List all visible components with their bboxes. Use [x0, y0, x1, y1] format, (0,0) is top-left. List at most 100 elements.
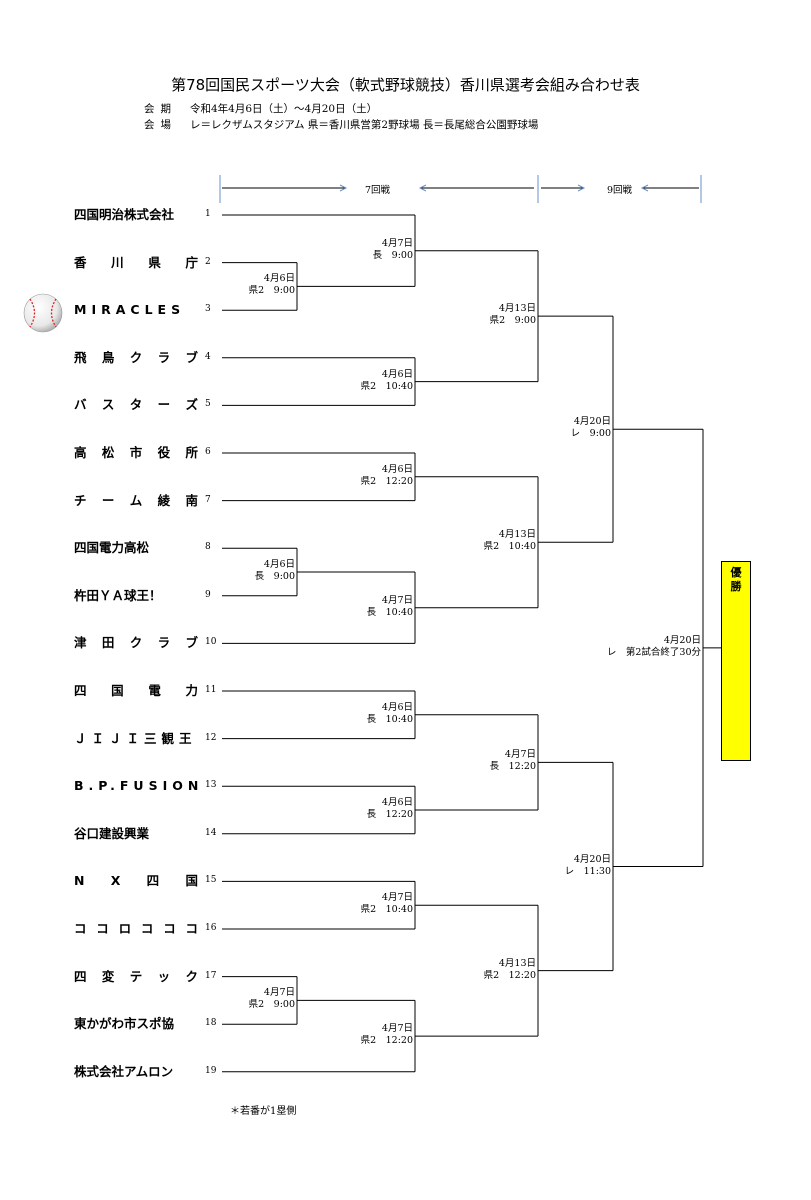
team-name: 高松市役所 — [74, 445, 198, 460]
match-date: 4月7日 — [504, 749, 536, 761]
seed-number: 7 — [205, 494, 211, 505]
match-date: 4月20日 — [663, 634, 701, 646]
seed-number: 15 — [205, 875, 217, 886]
team-name: 杵田ＹＡ球王！ — [74, 587, 162, 603]
match-place-time: 長 12:20 — [489, 761, 536, 773]
match-place-time: 県2 10:40 — [360, 904, 413, 916]
match-date: 4月7日 — [381, 892, 413, 904]
match-place-time: 県2 9:00 — [248, 285, 295, 297]
match-date: 4月6日 — [263, 559, 295, 570]
match-label: 4月6日県2 9:00 — [249, 273, 295, 297]
seed-number: 3 — [205, 304, 211, 315]
arrow-head — [418, 184, 427, 192]
seed-number: 2 — [205, 256, 211, 267]
match-date: 4月6日 — [381, 368, 413, 380]
match-place-time: 県2 12:20 — [360, 1035, 413, 1047]
team-name: バスターズ — [74, 397, 198, 413]
seed-number: 18 — [205, 1018, 217, 1029]
team-name: 四国電力 — [74, 683, 198, 698]
seed-number: 19 — [205, 1065, 217, 1076]
champion-box: 優 勝 — [721, 561, 751, 761]
match-place-time: 県2 10:40 — [483, 541, 536, 553]
period-value: 令和4年4月6日（土）～4月20日（土） — [190, 103, 378, 115]
match-label: 4月6日長 12:20 — [367, 797, 413, 821]
match-label: 4月6日県2 10:40 — [361, 369, 413, 393]
arrow-head — [640, 184, 649, 192]
match-place-time: レ 第2試合終了30分 — [606, 646, 701, 658]
seed-number: 16 — [205, 923, 217, 933]
match-place-time: レ 9:00 — [570, 428, 611, 440]
match-label: 4月6日県2 12:20 — [361, 464, 413, 488]
round9-label: 9回戦 — [607, 185, 633, 196]
match-place-time: 県2 12:20 — [360, 475, 413, 487]
match-place-time: 長 9:00 — [254, 571, 295, 582]
team-name: 四国電力高松 — [74, 540, 150, 556]
match-label: 4月13日県2 12:20 — [484, 958, 536, 982]
team-name: 東かがわ市スポ協 — [74, 1016, 175, 1032]
seed-number: 12 — [205, 732, 217, 743]
team-name: ココロコココ — [74, 921, 198, 936]
champion-char-1: 優 — [730, 566, 742, 579]
match-place-time: レ 11:30 — [564, 865, 611, 877]
team-name: 株式会社アムロン — [74, 1063, 174, 1079]
team-name: チーム綾南 — [74, 492, 198, 508]
match-label: 4月7日長 12:20 — [490, 749, 536, 773]
match-date: 4月7日 — [381, 237, 413, 249]
match-label: 4月20日レ 11:30 — [565, 854, 611, 878]
match-label: 4月6日長 10:40 — [367, 702, 413, 726]
match-label: 4月20日レ 9:00 — [571, 416, 611, 440]
match-label: 4月7日長 9:00 — [373, 238, 413, 262]
match-date: 4月20日 — [573, 416, 611, 428]
team-name: ＪＩＪＩ三観王 — [74, 730, 197, 746]
match-date: 4月7日 — [381, 1023, 413, 1035]
match-date: 4月7日 — [381, 594, 413, 606]
seed-number: 17 — [205, 970, 217, 981]
footnote: ＊若番が1塁側 — [230, 1106, 297, 1117]
match-label: 4月7日県2 12:20 — [361, 1023, 413, 1047]
seed-number: 8 — [205, 542, 211, 553]
team-name: B.P.FUSION — [74, 778, 204, 794]
match-date: 4月6日 — [381, 797, 413, 808]
match-label: 4月7日県2 10:40 — [361, 892, 413, 916]
match-place-time: 長 9:00 — [372, 249, 413, 261]
seed-number: 10 — [205, 637, 217, 648]
match-label: 4月13日県2 9:00 — [490, 303, 536, 327]
match-place-time: 県2 9:00 — [489, 315, 536, 327]
seed-number: 14 — [205, 827, 217, 838]
period-label: 会期 — [144, 103, 177, 115]
seed-number: 4 — [205, 351, 211, 362]
match-label: 4月6日長 9:00 — [255, 559, 295, 583]
seed-number: 13 — [205, 780, 217, 791]
baseball-icon — [23, 293, 63, 333]
match-place-time: 長 12:20 — [366, 809, 413, 820]
match-place-time: 県2 10:40 — [360, 380, 413, 392]
match-date: 4月13日 — [498, 529, 536, 541]
match-label: 4月13日県2 10:40 — [484, 529, 536, 553]
arrow-head — [339, 184, 348, 192]
team-name: 四変テック — [74, 968, 198, 984]
period-row: 会期 令和4年4月6日（土）～4月20日（土） — [144, 101, 377, 116]
venue-value: レ＝レクザムスタジアム 県＝香川県営第2野球場 長＝長尾総合公園野球場 — [190, 119, 539, 131]
match-date: 4月6日 — [381, 701, 413, 713]
team-name: 飛鳥クラブ — [74, 349, 198, 365]
match-label: 4月7日長 10:40 — [367, 595, 413, 619]
match-place-time: 長 10:40 — [366, 713, 413, 725]
team-name: 津田クラブ — [74, 635, 198, 651]
team-name: MIRACLES — [74, 302, 186, 318]
champion-char-2: 勝 — [730, 580, 742, 593]
match-date: 4月13日 — [498, 303, 536, 315]
match-label: 4月20日レ 第2試合終了30分 — [607, 635, 701, 659]
team-name: 香川県庁 — [74, 254, 198, 270]
match-date: 4月7日 — [263, 987, 295, 999]
seed-number: 5 — [205, 399, 211, 410]
seed-number: 6 — [205, 447, 211, 457]
round7-label: 7回戦 — [365, 185, 391, 196]
venue-row: 会場レ＝レクザムスタジアム 県＝香川県営第2野球場 長＝長尾総合公園野球場 — [144, 117, 538, 132]
seed-number: 9 — [205, 589, 211, 600]
page-title: 第78回国民スポーツ大会（軟式野球競技）香川県選考会組み合わせ表 — [171, 76, 640, 94]
match-date: 4月6日 — [381, 463, 413, 475]
match-place-time: 長 10:40 — [366, 606, 413, 618]
match-place-time: 県2 12:20 — [483, 969, 536, 981]
